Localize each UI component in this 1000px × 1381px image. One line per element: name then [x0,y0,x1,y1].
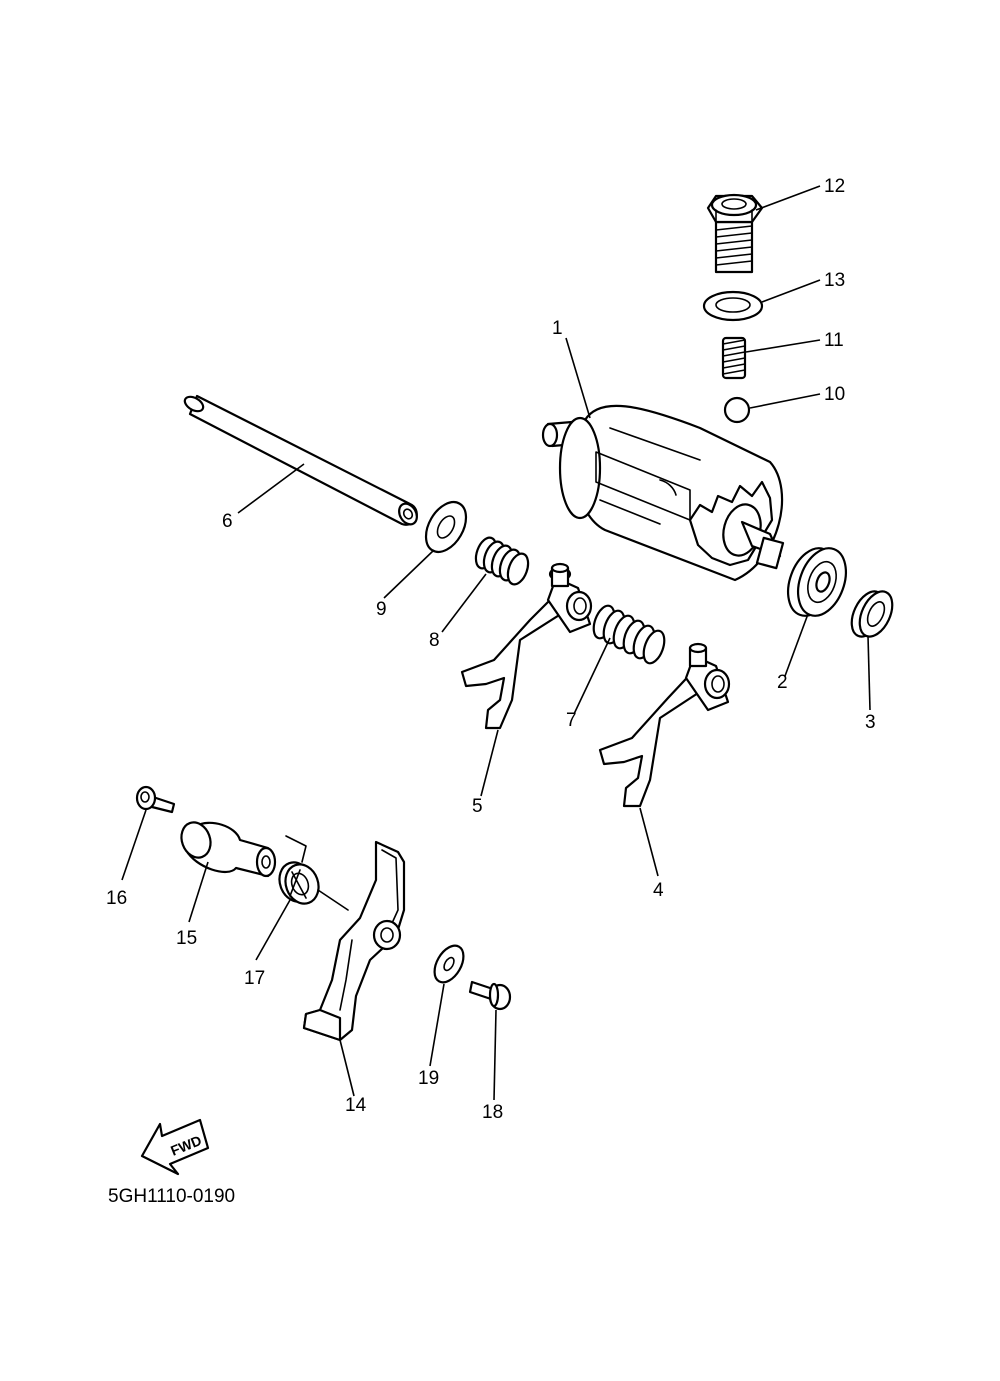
leader-8 [441,573,487,633]
leader-5 [480,729,499,797]
part-13-washer [702,290,764,322]
part-4-shift-fork [598,642,731,808]
leader-3 [867,635,871,711]
callout-19: 19 [418,1068,439,1089]
leader-4 [639,807,659,877]
leader-7 [573,637,611,715]
callout-12: 12 [824,176,845,197]
callout-9: 9 [376,599,387,620]
part-6-shaft [183,394,418,526]
part-7-spring [592,604,666,665]
figure-code: 5GH1110-0190 [108,1186,235,1207]
leader-14 [339,1039,355,1097]
callout-8: 8 [429,630,440,651]
leader-18 [493,1009,497,1101]
leader-9 [383,549,435,599]
leader-15 [188,861,209,923]
part-10-ball [723,396,751,424]
callout-5: 5 [472,796,483,817]
fwd-arrow-icon: FWD [140,1118,210,1176]
part-19-washer [433,944,465,984]
leader-17 [255,899,291,961]
part-9-washer [424,501,468,553]
callout-11: 11 [824,330,844,351]
callout-labels: 1 2 3 4 5 6 7 8 9 10 11 12 13 14 15 16 1… [106,176,876,1123]
leader-lines [121,185,871,1101]
part-3-oil-seal [850,590,894,638]
leader-1 [565,337,591,419]
part-5-shift-fork [460,562,593,730]
callout-4: 4 [653,880,664,901]
part-15-collar [180,821,277,878]
callout-1: 1 [552,318,563,339]
part-17-torsion-spring [278,835,349,911]
leader-11 [745,339,821,353]
part-12-bolt [706,193,764,274]
part-14-shift-lever [302,840,406,1042]
callout-7: 7 [566,710,577,731]
callout-3: 3 [865,712,876,733]
leader-2 [784,613,809,677]
part-2-bearing [787,547,847,617]
part-1-shift-drum [541,404,785,582]
leader-6 [237,463,305,514]
part-11-spring [721,336,747,380]
part-16-screw [135,785,176,814]
callout-2: 2 [777,672,788,693]
callout-15: 15 [176,928,197,949]
callout-14: 14 [345,1095,367,1116]
leader-10 [749,393,821,409]
callout-6: 6 [222,511,233,532]
callout-13: 13 [824,270,845,291]
leader-19 [429,983,445,1067]
callout-17: 17 [244,968,265,989]
leader-12 [755,185,821,211]
leader-16 [121,809,147,881]
callout-18: 18 [482,1102,503,1123]
leader-13 [761,279,821,303]
callout-10: 10 [824,384,845,405]
part-8-spring [474,536,530,586]
part-18-bolt [468,980,512,1011]
callout-16: 16 [106,888,127,909]
